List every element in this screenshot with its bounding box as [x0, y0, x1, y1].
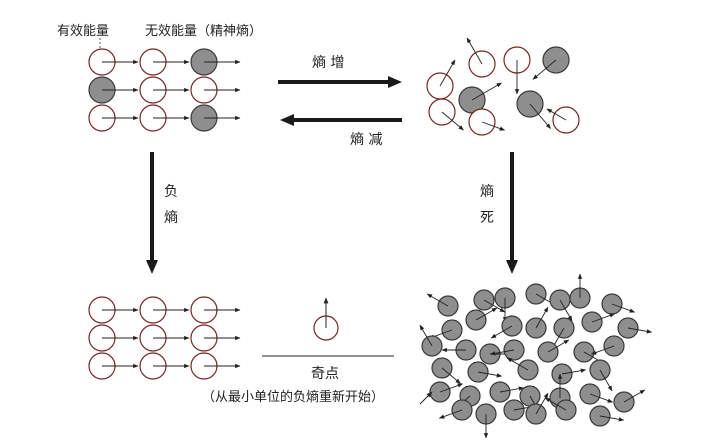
entropy-increase-arrow	[278, 76, 402, 88]
entropy-decrease-arrow	[280, 114, 402, 126]
chaos-circle	[438, 399, 473, 421]
label-effective-energy: 有效能量	[57, 24, 109, 39]
chaos-circle	[537, 339, 570, 363]
label-negative-entropy: 负熵	[164, 184, 178, 226]
ordered-circle	[88, 104, 139, 132]
ordered-circle	[88, 48, 139, 76]
disordered-circle	[468, 108, 506, 136]
chaos-circle	[494, 287, 516, 323]
chaos-circle	[590, 335, 625, 357]
ordered-grid-bottom	[88, 296, 241, 380]
disordered-circle	[426, 59, 456, 100]
ordered-circle	[88, 324, 139, 352]
disordered-circle	[532, 46, 570, 80]
label-entropy-decrease: 熵 减	[350, 132, 382, 148]
chaos-circle	[426, 293, 459, 317]
label-entropy-increase: 熵 增	[312, 55, 344, 71]
chaos-circle	[475, 403, 497, 439]
chaos-circle	[490, 315, 523, 339]
ordered-circle	[139, 48, 190, 76]
ordered-circle	[139, 76, 190, 104]
disordered-circle	[428, 98, 464, 131]
label-entropy-death: 熵死	[480, 184, 494, 226]
note-pointer-arrow	[419, 391, 433, 405]
label-singularity-note: （从最小单位的负熵重新开始）	[202, 389, 384, 405]
ordered-grid-top	[88, 48, 241, 132]
chaos-circle	[489, 339, 525, 361]
svg-text:熵: 熵	[164, 210, 178, 226]
ordered-circle	[190, 104, 241, 132]
chaos-circle	[551, 363, 587, 385]
chaos-circle	[441, 339, 477, 361]
singularity-symbol	[313, 297, 339, 341]
chaos-circle	[506, 357, 539, 381]
chaos-circle	[551, 317, 575, 350]
chaos-circle	[589, 359, 613, 392]
chaos-circle	[467, 361, 503, 383]
negative-entropy-arrow	[146, 152, 158, 274]
chaos-circle	[581, 311, 616, 333]
ordered-circle	[190, 296, 241, 324]
ordered-circle	[139, 352, 190, 380]
chaos-circle	[601, 293, 636, 315]
ordered-circle	[139, 104, 190, 132]
chaos-circle	[549, 289, 573, 322]
chaos-circle	[613, 389, 646, 413]
ordered-circle	[88, 352, 139, 380]
svg-text:熵: 熵	[480, 184, 494, 200]
disordered-circle	[458, 82, 502, 114]
ordered-circle	[88, 76, 139, 104]
svg-text:死: 死	[480, 210, 494, 226]
disordered-circle	[516, 90, 551, 129]
ordered-circle	[139, 324, 190, 352]
chaos-circle	[431, 357, 461, 384]
chaos-circle	[569, 273, 591, 309]
chaos-circle	[428, 319, 463, 341]
chaos-circle	[489, 381, 525, 403]
label-singularity: 奇点	[311, 365, 339, 382]
entropy-death-arrow	[506, 152, 518, 274]
chaos-circle	[419, 324, 443, 357]
ordered-circle	[88, 296, 139, 324]
label-ineffective-energy: 无效能量（精神熵）	[145, 23, 262, 39]
chaos-circle	[525, 306, 549, 339]
chaos-circle	[544, 397, 577, 421]
chaotic-cluster-bottom	[419, 273, 653, 439]
ordered-circle	[139, 296, 190, 324]
chaos-circle	[589, 405, 625, 427]
svg-text:负: 负	[164, 184, 178, 200]
ordered-circle	[190, 324, 241, 352]
chaos-circle	[579, 383, 614, 405]
chaos-circle	[525, 392, 549, 425]
disordered-circle	[503, 46, 531, 95]
chaos-circle	[473, 289, 506, 313]
disordered-circle	[466, 37, 496, 78]
ordered-circle	[190, 48, 241, 76]
ordered-circle	[190, 352, 241, 380]
disordered-circle	[546, 106, 580, 134]
disordered-cluster-top	[426, 37, 580, 136]
chaos-circle	[429, 381, 464, 403]
ordered-circle	[190, 76, 241, 104]
chaos-circle	[617, 317, 653, 339]
chaos-circle	[525, 283, 558, 307]
chaos-circle	[465, 307, 498, 331]
